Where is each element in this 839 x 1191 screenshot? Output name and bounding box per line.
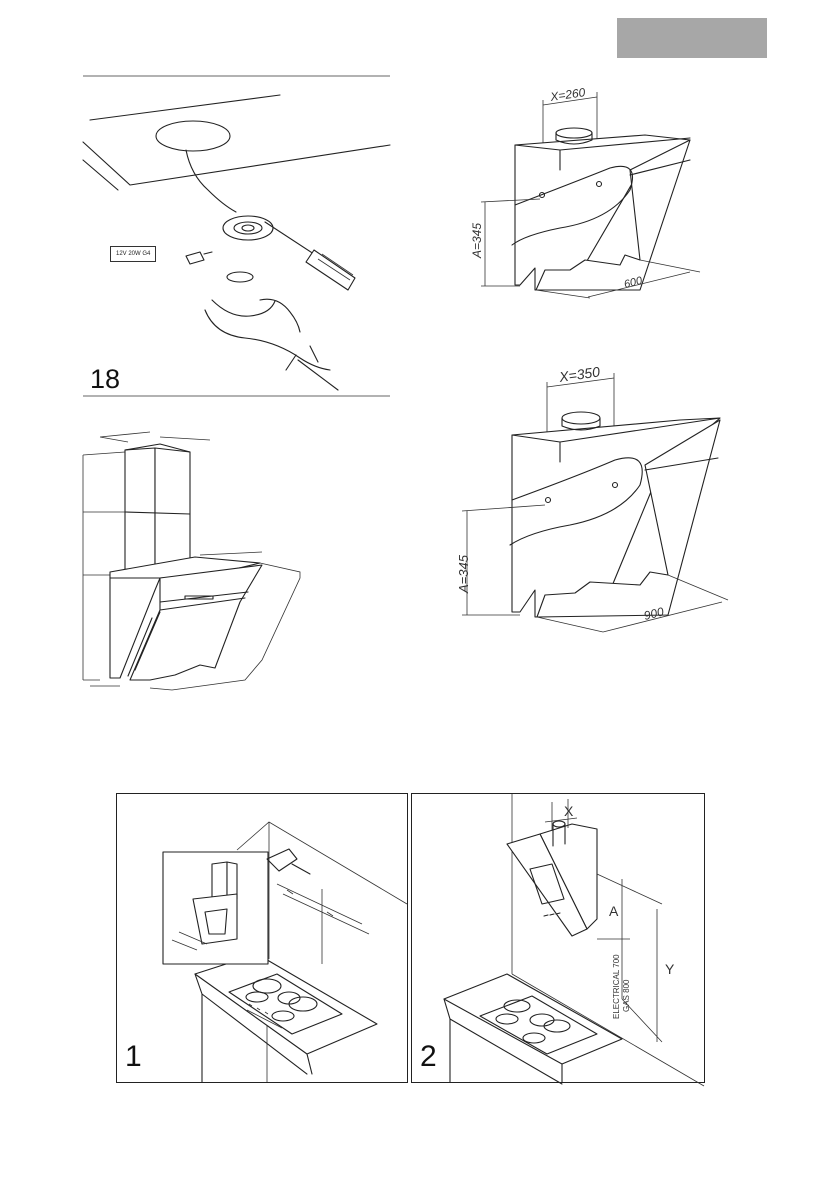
bulb-spec-label: 12V 20W G4 <box>110 246 157 262</box>
hood-900-width-label: 900 <box>642 604 665 623</box>
page-tab-marker <box>617 18 767 58</box>
step-1-number: 1 <box>125 1040 142 1073</box>
figure-18-drawing <box>82 75 391 397</box>
hood-900-x-label: X=350 <box>557 363 601 385</box>
figure-number: 18 <box>90 364 121 394</box>
hood-900-a-label: A=345 <box>456 554 471 594</box>
step-2-gas-label: GAS 800 <box>622 979 631 1012</box>
step-2-number: 2 <box>420 1040 437 1073</box>
hood-600-drawing: X=260 A=345 600 <box>470 85 701 299</box>
step-2-panel: X A Y ELECTRICAL 700 GAS 800 2 <box>411 793 705 1087</box>
step-2-y-label: Y <box>665 961 675 977</box>
step-2-a-label: A <box>609 903 619 919</box>
step-1-drawing <box>162 821 408 1083</box>
hood-600-a-label: A=345 <box>470 223 484 259</box>
step-2-electrical-label: ELECTRICAL 700 <box>612 954 621 1019</box>
step-2-x-label: X <box>564 803 574 819</box>
hood-600-x-label: X=260 <box>548 85 586 104</box>
assembled-hood-drawing <box>82 431 301 691</box>
hood-900-drawing: X=350 A=345 900 <box>456 363 729 633</box>
step-2-drawing: X A Y ELECTRICAL 700 GAS 800 <box>443 794 705 1087</box>
hood-600-width-label: 600 <box>623 275 645 291</box>
step-1-panel: 1 <box>116 793 408 1083</box>
